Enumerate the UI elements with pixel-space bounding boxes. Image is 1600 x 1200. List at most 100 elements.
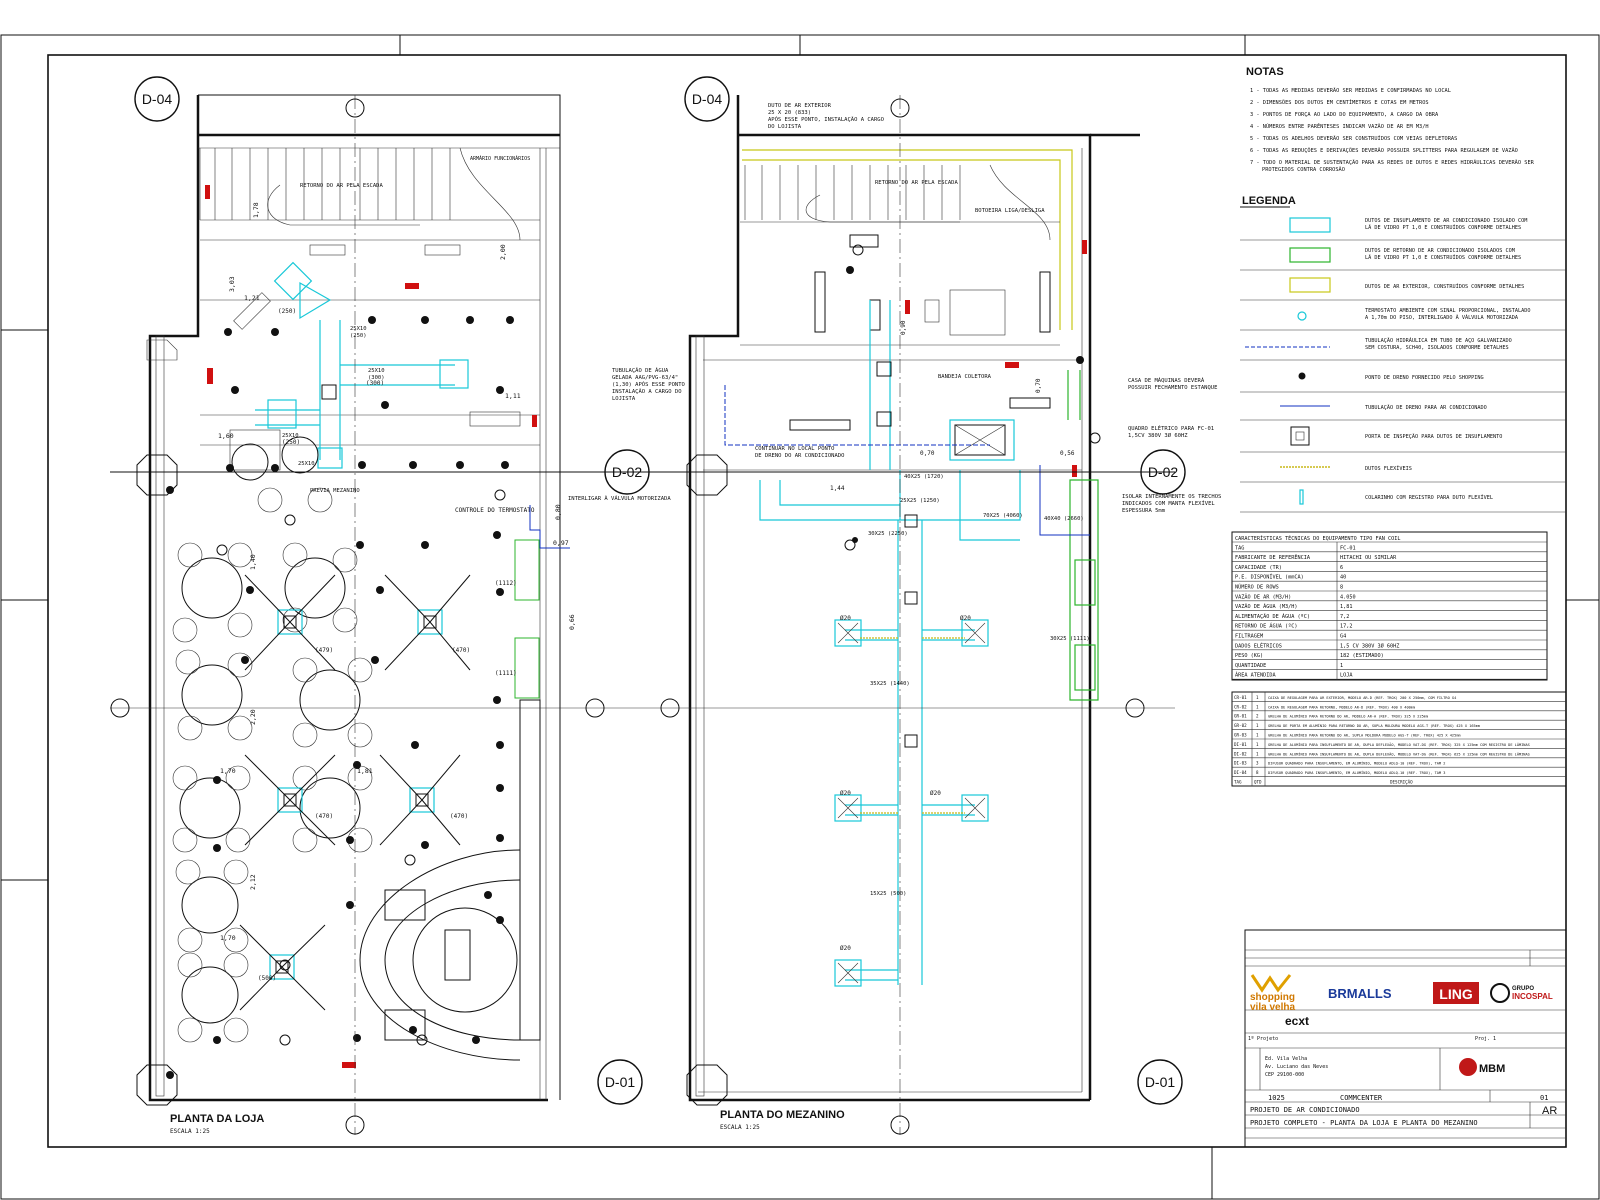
svg-text:(470): (470) (315, 813, 333, 820)
label-previa-mezanino: PREVIA MEZANINO (310, 488, 360, 494)
svg-text:70X25 (4060): 70X25 (4060) (983, 513, 1023, 519)
spec-value: HITACHI OU SIMILAR (1340, 555, 1397, 561)
svg-text:D-02: D-02 (1148, 464, 1179, 480)
label-armario: ARMÁRIO FUNCIONÁRIOS (470, 155, 530, 162)
material-desc: CAIXA DE REGULAGEM PARA RETORNO, MODELO … (1268, 705, 1415, 709)
svg-text:Ø20: Ø20 (930, 790, 941, 797)
svg-text:35X25 (1440): 35X25 (1440) (870, 681, 910, 687)
svg-text:Proj. 1: Proj. 1 (1475, 1036, 1496, 1042)
legend-item: DUTOS DE AR EXTERIOR, CONSTRUÍDOS CONFOR… (1365, 282, 1524, 290)
spec-value: 4.050 (1340, 594, 1356, 600)
spec-label: FILTRAGEM (1235, 634, 1263, 640)
plan-loja-scale: ESCALA 1:25 (170, 1128, 210, 1135)
svg-text:D-02: D-02 (612, 464, 643, 480)
label-bandeja: BANDEJA COLETORA (938, 374, 992, 380)
note-item: 6 - TODAS AS REDUÇÕES E DERIVAÇÕES DEVER… (1250, 147, 1518, 154)
material-desc: GRELHA DE ALUMÍNIO PARA RETORNO DO AR, S… (1268, 733, 1461, 738)
exterior-duct (742, 149, 1073, 330)
svg-text:Ø20: Ø20 (840, 615, 851, 622)
svg-text:1º Projeto: 1º Projeto (1248, 1036, 1278, 1042)
spec-value: 17,2 (1340, 624, 1353, 630)
spec-label: RETORNO DE ÁGUA (ºC) (1235, 623, 1297, 630)
spec-label: ALIMENTAÇÃO DE ÁGUA (ºC) (1235, 613, 1310, 620)
supply-duct-mez (759, 300, 1021, 987)
spec-label: CAPACIDADE (TR) (1235, 565, 1282, 571)
svg-text:1,70: 1,70 (220, 767, 236, 775)
material-qty: 8 (1256, 770, 1259, 775)
legend-item: DUTOS DE RETORNO DE AR CONDICIONADO ISOL… (1365, 248, 1521, 261)
label-duto-exterior: DUTO DE AR EXTERIOR 25 X 20 (833) APÓS E… (768, 103, 887, 130)
material-desc: GRELHA DE ALUMÍNIO PARA INSUFLAMENTO DE … (1268, 751, 1530, 756)
legend-cyan-duct-swatch (1289, 217, 1331, 233)
svg-text:1,44: 1,44 (830, 485, 845, 492)
legend-item: TUBULAÇÃO HIDRÁULICA EM TUBO DE AÇO GALV… (1365, 337, 1512, 351)
legend-item: COLARINHO COM REGISTRO PARA DUTO FLEXÍVE… (1365, 493, 1493, 501)
label-controle-termostato: CONTROLE DO TERMOSTATO (455, 507, 535, 514)
material-tag: CR-02 (1234, 704, 1247, 709)
legend-block: LEGENDA DUTOS DE INSUFLAMENTO DE AR COND… (1240, 195, 1566, 513)
plan-loja: RETORNO DO AR PELA ESCADA ARMÁRIO FUNCIO… (148, 94, 671, 1135)
svg-text:(300): (300) (366, 380, 384, 387)
svg-text:0,56: 0,56 (1060, 450, 1075, 457)
svg-text:vila velha: vila velha (1250, 1002, 1295, 1013)
svg-text:0,97: 0,97 (553, 539, 569, 547)
spec-label: VAZÃO DE ÁGUA (M3/H) (1235, 603, 1297, 610)
tables-loja (179, 436, 361, 1024)
label-botoeira: BOTOEIRA LIGA/DESLIGA (975, 208, 1045, 214)
svg-text:(1111): (1111) (495, 670, 517, 677)
note-item: 5 - TODAS OS ADELHOS DEVERÃO SER CONSTRU… (1250, 134, 1457, 142)
svg-text:Ed. Vila Velha: Ed. Vila Velha (1265, 1056, 1307, 1062)
material-desc: DIFUSOR QUADRADO PARA INSUFLAMENTO, EM A… (1268, 770, 1445, 775)
grid-marker-d01-loja (597, 1059, 643, 1105)
material-qty: 1 (1256, 704, 1259, 709)
title-block: shopping vila velha BRMALLS LING GRUPO I… (1244, 929, 1567, 1148)
legend-yellow-duct-swatch (1289, 277, 1331, 293)
material-qty: 1 (1256, 742, 1259, 747)
svg-text:D-01: D-01 (605, 1074, 636, 1090)
note-item: 3 - PONTOS DE FORÇA AO LADO DO EQUIPAMEN… (1250, 112, 1439, 118)
legend-title: LEGENDA (1242, 195, 1296, 207)
svg-text:1,81: 1,81 (357, 767, 373, 775)
grid-marker-d02-loja (604, 449, 650, 495)
outer-border (0, 34, 1600, 1200)
svg-text:(1112): (1112) (495, 580, 517, 587)
spec-label: NÚMERO DE ROWS (1235, 584, 1279, 591)
svg-text:LING: LING (1439, 986, 1473, 1002)
svg-text:GRUPO: GRUPO (1512, 986, 1534, 992)
material-qty: 1 (1256, 723, 1259, 728)
svg-text:(470): (470) (450, 813, 468, 820)
material-desc: GRELHA DE ALUMÍNIO PARA RETORNO DO AR, M… (1268, 714, 1428, 719)
notes-block: NOTAS 1 - TODAS AS MEDIDAS DEVERÃO SER M… (1246, 66, 1535, 173)
thermostat-icon (1297, 311, 1307, 321)
spec-label: FABRICANTE DE REFERÊNCIA (1235, 553, 1311, 561)
return-duct-mez (1067, 370, 1099, 701)
spec-value: FC-01 (1340, 545, 1356, 551)
svg-text:MBM: MBM (1479, 1063, 1505, 1075)
svg-text:30X25 (1111): 30X25 (1111) (1050, 636, 1090, 642)
spec-table: CARACTERÍSTICAS TÉCNICAS DO EQUIPAMENTO … (1231, 531, 1548, 681)
logo-shopping-vila-velha: shopping vila velha (1250, 974, 1295, 1013)
logo-ecxt: ecxt (1285, 1014, 1309, 1028)
plan-mezanino-title: PLANTA DO MEZANINO (720, 1109, 845, 1121)
svg-text:(300): (300) (368, 375, 385, 381)
svg-text:25X10: 25X10 (350, 326, 367, 332)
note-item: 2 - DIMENSÕES DOS DUTOS EM CENTÍMETROS E… (1250, 98, 1429, 106)
label-quadro-eletrico: QUADRO ELÉTRICO PARA FC-01 1,5CV 380V 3Ø… (1128, 424, 1217, 439)
material-desc: GRELHA DE PORTA EM ALUMÍNIO PARA RETORNO… (1268, 723, 1480, 728)
project-code: 1025 (1268, 1094, 1285, 1102)
spec-label: VAZÃO DE AR (M3/H) (1235, 593, 1291, 600)
svg-text:2,12: 2,12 (249, 874, 257, 890)
material-tag: DI-04 (1234, 770, 1247, 775)
svg-text:0,70: 0,70 (920, 450, 935, 457)
drain-point-icon (1298, 372, 1306, 380)
note-item: 1 - TODAS AS MEDIDAS DEVERÃO SER MEDIDAS… (1250, 87, 1451, 94)
grid-markers: D-04 D-04 D-02 D-02 D-01 D-01 (110, 76, 1186, 1135)
svg-text:15X25 (500): 15X25 (500) (870, 891, 906, 897)
supply-duct-loja (255, 261, 469, 469)
svg-text:Ø20: Ø20 (960, 615, 971, 622)
legend-item: TERMOSTATO AMBIENTE COM SINAL PROPORCION… (1365, 308, 1531, 321)
svg-text:40X25 (1720): 40X25 (1720) (904, 474, 944, 480)
